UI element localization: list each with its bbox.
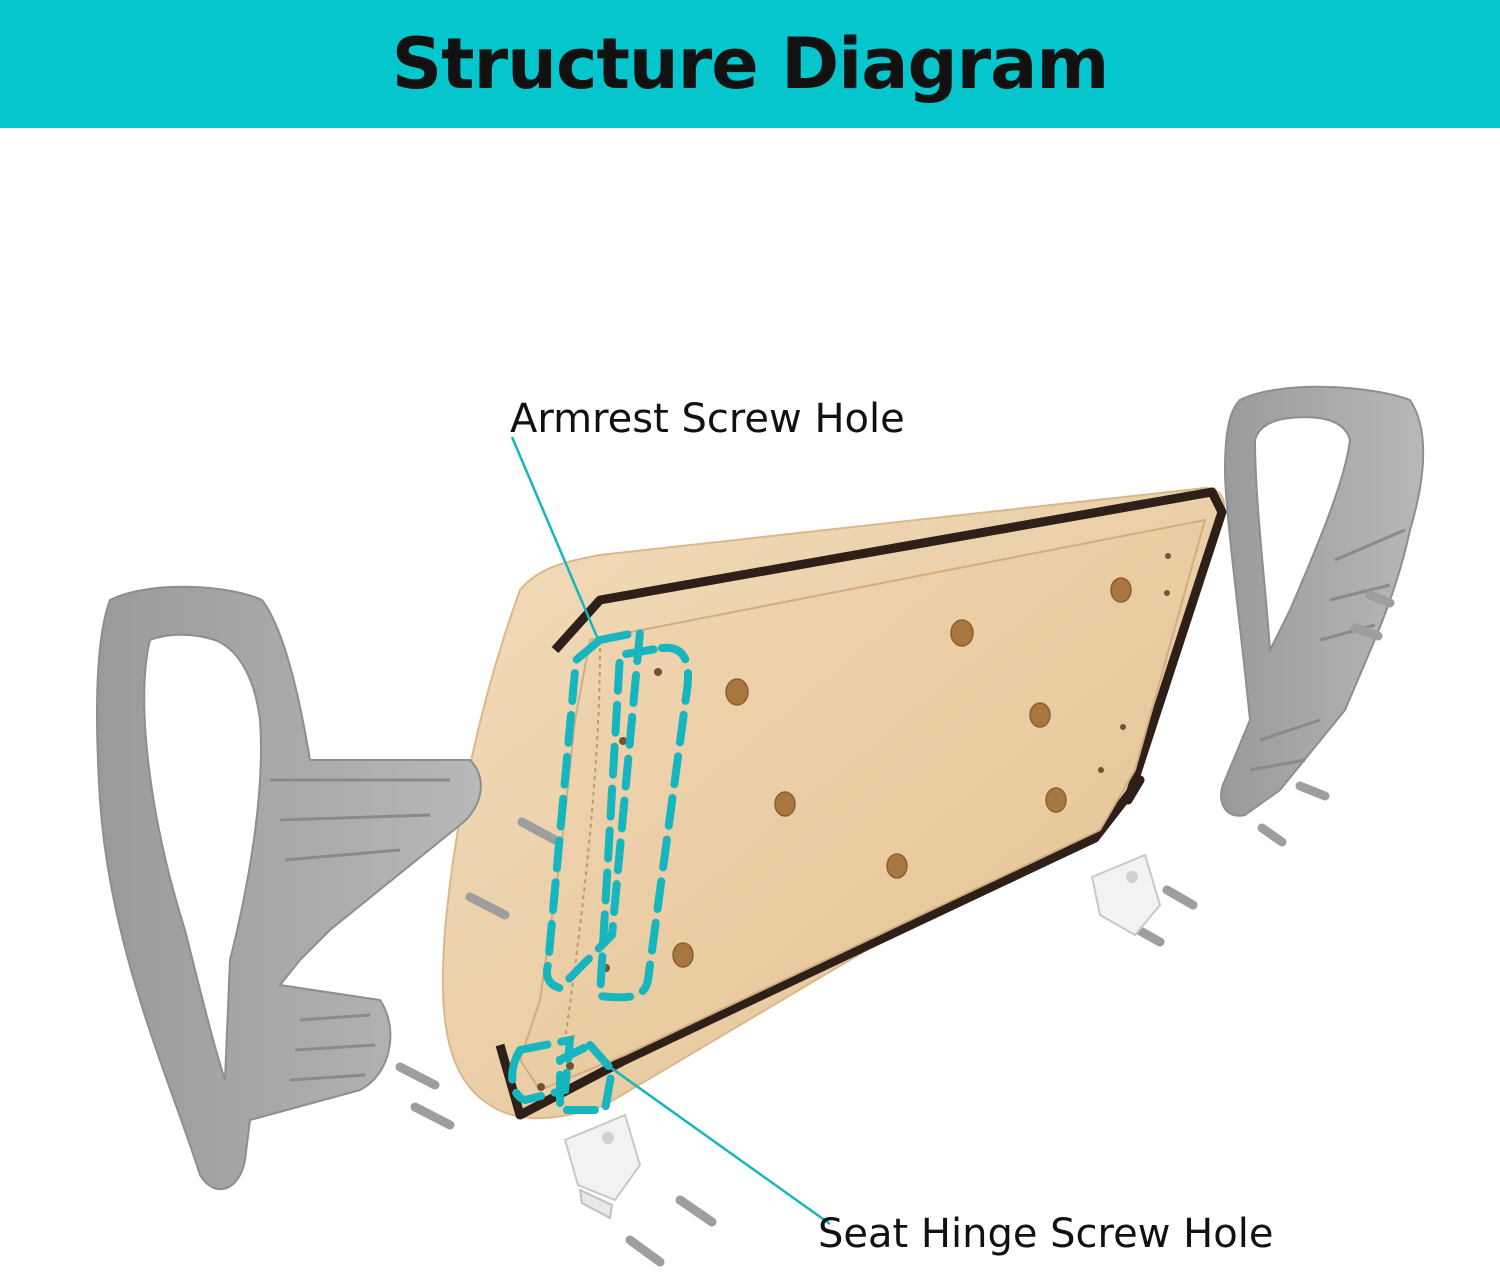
small-screw-holes xyxy=(537,553,1171,1091)
armrest-screw-hole-label: Armrest Screw Hole xyxy=(510,396,905,442)
bolt xyxy=(517,817,560,845)
armrest-leader-line xyxy=(510,436,602,645)
armrest-highlight-outer xyxy=(595,643,693,1002)
bolt xyxy=(625,1235,665,1267)
bolt xyxy=(675,1195,717,1227)
page-title: Structure Diagram xyxy=(391,23,1110,105)
board-hole xyxy=(1110,577,1132,603)
hinge-leader-line xyxy=(599,1058,831,1226)
right-armrest-bracket xyxy=(1220,385,1425,817)
header-banner: Structure Diagram xyxy=(0,0,1500,128)
board-hole xyxy=(1045,787,1067,813)
left-bracket-ribs xyxy=(270,778,450,1082)
hinge-highlight-left xyxy=(508,1035,575,1105)
seat-hinge-screw-hole-label: Seat Hinge Screw Hole xyxy=(818,1211,1274,1257)
bolt xyxy=(1295,781,1330,801)
board-hole xyxy=(886,853,908,879)
board-hole xyxy=(725,678,749,706)
right-bracket-ribs xyxy=(1249,528,1406,772)
seat-trim-edge xyxy=(495,487,1227,1120)
right-armrest-loop xyxy=(1220,385,1425,817)
bolt xyxy=(465,892,510,920)
armrest-screw-hole-highlight xyxy=(542,627,693,1002)
bolts xyxy=(395,590,1395,1267)
board-hole xyxy=(672,942,694,968)
bolt xyxy=(1365,590,1395,608)
seat-stitch-line xyxy=(564,647,601,1041)
board-hole xyxy=(774,791,796,817)
bolt xyxy=(1350,623,1383,641)
board-holes xyxy=(672,577,1132,968)
bolt xyxy=(1162,885,1198,910)
left-armrest-bracket xyxy=(96,585,482,1191)
armrest-highlight-inner xyxy=(542,627,645,993)
bolt xyxy=(1257,823,1287,847)
bolt xyxy=(395,1062,440,1090)
diagram-canvas xyxy=(96,385,1425,1267)
bolt xyxy=(410,1102,455,1130)
seat-hinge-left xyxy=(563,1113,642,1220)
seat-hinge-right xyxy=(1090,853,1162,937)
leader-lines xyxy=(510,436,831,1226)
board-hole xyxy=(1029,702,1051,728)
board-hole xyxy=(950,619,974,647)
left-armrest-loop xyxy=(96,585,482,1191)
